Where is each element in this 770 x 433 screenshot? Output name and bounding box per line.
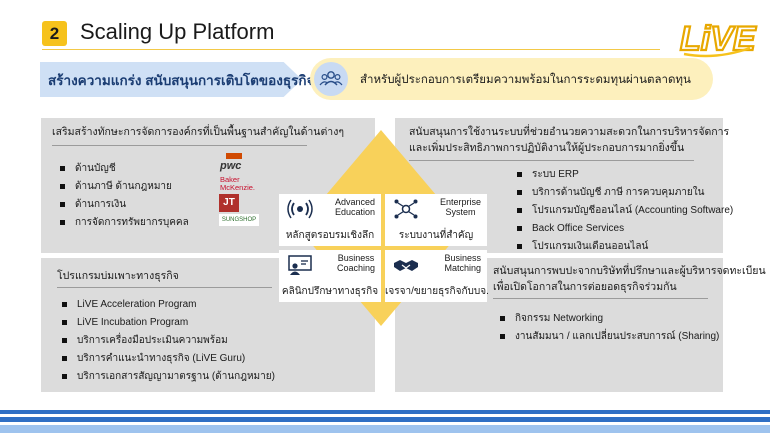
section-number-badge: 2 xyxy=(42,21,67,46)
header-divider xyxy=(42,49,660,50)
list-item: LiVE Acceleration Program xyxy=(62,296,275,314)
systems-list: ระบบ ERP บริการด้านบัญชี ภาษี การควบคุมภ… xyxy=(517,166,733,256)
incubation-list: LiVE Acceleration Program LiVE Incubatio… xyxy=(62,296,275,386)
sungshop-logo: SUNGSHOP xyxy=(219,214,259,226)
heading-rule xyxy=(52,145,307,146)
list-item: ระบบ ERP xyxy=(517,166,733,184)
list-item: บริการคำแนะนำทางธุรกิจ (LiVE Guru) xyxy=(62,350,275,368)
matching-label: เจรจา/ขยายธุรกิจกับบจ. xyxy=(385,286,489,297)
footer-stripe xyxy=(0,410,770,414)
pwc-logo: pwc xyxy=(218,153,258,173)
network-icon xyxy=(394,199,418,219)
panel-management-heading: เสริมสร้างทักษะการจัดการองค์กรที่เป็นพื้… xyxy=(52,126,344,138)
list-item: บริการด้านบัญชี ภาษี การควบคุมภายใน xyxy=(517,184,733,202)
panel-incubation-heading: โปรแกรมบ่มเพาะทางธุรกิจ xyxy=(57,270,179,282)
list-item: บริการเอกสารสัญญามาตรฐาน (ด้านกฎหมาย) xyxy=(62,368,275,386)
banner-target-text: สำหรับผู้ประกอบการเตรียมความพร้อมในการระ… xyxy=(360,74,691,86)
list-item: ด้านภาษี ด้านกฎหมาย xyxy=(60,178,189,196)
list-item: Back Office Services xyxy=(517,220,733,238)
heading-rule xyxy=(57,287,272,288)
page-title: Scaling Up Platform xyxy=(80,19,275,44)
panel-systems-heading-2: และเพิ่มประสิทธิภาพการปฏิบัติงานให้ผู้ปร… xyxy=(409,142,685,154)
handshake-icon xyxy=(394,260,418,271)
education-label: หลักสูตรอบรมเชิงลึก xyxy=(285,230,375,241)
live-logo: LiVE xyxy=(679,19,758,59)
heading-rule xyxy=(493,298,708,299)
footer-stripe xyxy=(0,417,770,422)
panel-networking-heading-2: เพื่อเปิดโอกาสในการต่อยอดธุรกิจร่วมกัน xyxy=(493,281,677,293)
people-icon xyxy=(314,62,348,96)
enterprise-label: ระบบงานที่สำคัญ xyxy=(398,230,474,241)
coaching-label: คลินิกปรึกษาทางธุรกิจ xyxy=(281,286,379,297)
list-item: โปรแกรมบัญชีออนไลน์ (Accounting Software… xyxy=(517,202,733,220)
jt-logo: JT xyxy=(219,194,239,212)
management-list: ด้านบัญชี ด้านภาษี ด้านกฎหมาย ด้านการเงิ… xyxy=(60,160,189,232)
list-item: ด้านการเงิน xyxy=(60,196,189,214)
networking-list: กิจกรรม Networking งานสัมมนา / แลกเปลี่ย… xyxy=(500,310,719,346)
svg-text:LiVE: LiVE xyxy=(680,20,757,58)
panel-systems-heading-1: สนับสนุนการใช้งานระบบที่ช่วยอำนวยความสะด… xyxy=(409,126,730,138)
banner-strength-text: สร้างความแกร่ง สนับสนุนการเติบโตของธุรกิ… xyxy=(48,73,315,88)
broadcast-icon xyxy=(287,199,313,219)
panel-networking-heading-1: สนับสนุนการพบปะจากบริษัทที่ปรึกษาและผู้บ… xyxy=(493,265,766,277)
list-item: บริการเครื่องมือประเมินความพร้อม xyxy=(62,332,275,350)
list-item: กิจกรรม Networking xyxy=(500,310,719,328)
coaching-icon xyxy=(288,255,312,275)
list-item: การจัดการทรัพยากรบุคคล xyxy=(60,214,189,232)
list-item: งานสัมมนา / แลกเปลี่ยนประสบการณ์ (Sharin… xyxy=(500,328,719,346)
footer-stripe xyxy=(0,425,770,433)
baker-mckenzie-logo: Baker McKenzie. xyxy=(220,175,256,192)
banner-target xyxy=(310,58,713,100)
heading-rule xyxy=(409,160,694,161)
list-item: LiVE Incubation Program xyxy=(62,314,275,332)
list-item: โปรแกรมเงินเดือนออนไลน์ xyxy=(517,238,733,256)
list-item: ด้านบัญชี xyxy=(60,160,189,178)
banner-strength xyxy=(40,62,302,97)
